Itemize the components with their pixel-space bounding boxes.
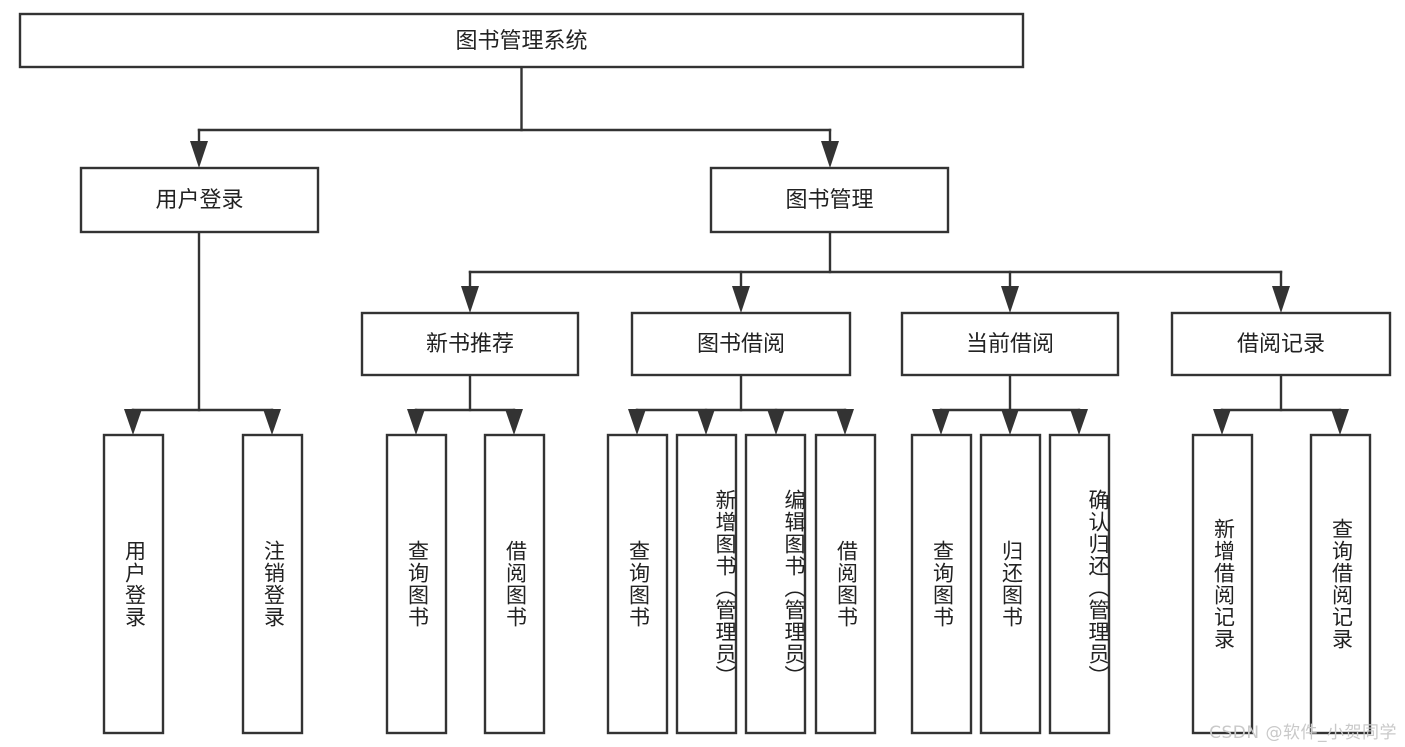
arrow-leaf-add-book bbox=[697, 409, 715, 435]
arrow-leaf-user-logout bbox=[263, 409, 281, 435]
node-leaf-borrow-book-2-box[interactable] bbox=[814, 433, 877, 735]
node-leaf-return-book-box[interactable] bbox=[979, 433, 1042, 735]
csdn-watermark: CSDN @软件_小贺同学 bbox=[1209, 723, 1397, 743]
node-book-borrow-label: 图书借阅 bbox=[697, 332, 785, 357]
arrow-leaf-add-record bbox=[1213, 409, 1231, 435]
arrow-to-new-book-rec bbox=[461, 286, 479, 313]
node-leaf-confirm-return-box[interactable] bbox=[1048, 433, 1111, 735]
arrow-to-user-login bbox=[190, 141, 208, 168]
arrow-leaf-user-login bbox=[124, 409, 142, 435]
node-book-manage-label: 图书管理 bbox=[785, 188, 873, 213]
node-leaf-query-record-box[interactable] bbox=[1309, 433, 1372, 735]
connector-group-current-borrow bbox=[932, 373, 1088, 435]
node-leaf-user-logout-box[interactable] bbox=[241, 433, 304, 735]
arrow-leaf-return-book bbox=[1001, 409, 1019, 435]
node-borrow-record[interactable]: 借阅记录 bbox=[1170, 311, 1392, 377]
node-new-book-rec-box[interactable] bbox=[360, 311, 580, 377]
arrow-leaf-confirm-return bbox=[1070, 409, 1088, 435]
arrow-leaf-borrow-book-2 bbox=[836, 409, 854, 435]
arrow-leaf-edit-book bbox=[767, 409, 785, 435]
node-borrow-record-label: 借阅记录 bbox=[1237, 332, 1325, 357]
node-user-login-label: 用户登录 bbox=[155, 188, 243, 213]
arrow-to-borrow-record bbox=[1272, 286, 1290, 313]
node-leaf-borrow-book-1-box[interactable] bbox=[483, 433, 546, 735]
node-book-borrow[interactable]: 图书借阅 bbox=[630, 311, 852, 377]
node-current-borrow-box[interactable] bbox=[900, 311, 1120, 377]
node-book-manage-box[interactable] bbox=[709, 166, 950, 234]
connector-group-book-borrow bbox=[628, 373, 854, 435]
node-borrow-record-box[interactable] bbox=[1170, 311, 1392, 377]
arrow-leaf-query-book-3 bbox=[932, 409, 950, 435]
node-root[interactable]: 图书管理系统 bbox=[18, 12, 1025, 69]
connector-group-user-login bbox=[124, 230, 281, 435]
node-leaf-query-book-2-box[interactable] bbox=[606, 433, 669, 735]
arrow-to-book-manage bbox=[821, 141, 839, 168]
node-current-borrow-label: 当前借阅 bbox=[966, 332, 1054, 357]
connector-group-root bbox=[190, 65, 839, 168]
node-book-borrow-box[interactable] bbox=[630, 311, 852, 377]
node-leaf-query-book-1-box[interactable] bbox=[385, 433, 448, 735]
arrow-to-current-borrow bbox=[1001, 286, 1019, 313]
node-leaf-user-login-box[interactable] bbox=[102, 433, 165, 735]
node-user-login-box[interactable] bbox=[79, 166, 320, 234]
node-leaf-add-record-box[interactable] bbox=[1191, 433, 1254, 735]
connector-group-book-manage bbox=[461, 230, 1290, 313]
node-book-manage[interactable]: 图书管理 bbox=[709, 166, 950, 234]
node-root-label: 图书管理系统 bbox=[455, 29, 587, 54]
arrow-to-book-borrow bbox=[732, 286, 750, 313]
connector-group-new-book-rec bbox=[407, 373, 523, 435]
node-new-book-rec-label: 新书推荐 bbox=[426, 332, 514, 357]
connector-group-borrow-record bbox=[1213, 373, 1349, 435]
node-root-box[interactable] bbox=[18, 12, 1025, 69]
node-leaf-query-book-3-box[interactable] bbox=[910, 433, 973, 735]
node-new-book-rec[interactable]: 新书推荐 bbox=[360, 311, 580, 377]
arrow-leaf-query-book-1 bbox=[407, 409, 425, 435]
node-current-borrow[interactable]: 当前借阅 bbox=[900, 311, 1120, 377]
arrow-leaf-query-record bbox=[1331, 409, 1349, 435]
arrow-leaf-query-book-2 bbox=[628, 409, 646, 435]
arrow-leaf-borrow-book-1 bbox=[505, 409, 523, 435]
node-user-login[interactable]: 用户登录 bbox=[79, 166, 320, 234]
node-leaf-edit-book-box[interactable] bbox=[744, 433, 807, 735]
node-leaf-add-book-box[interactable] bbox=[675, 433, 738, 735]
